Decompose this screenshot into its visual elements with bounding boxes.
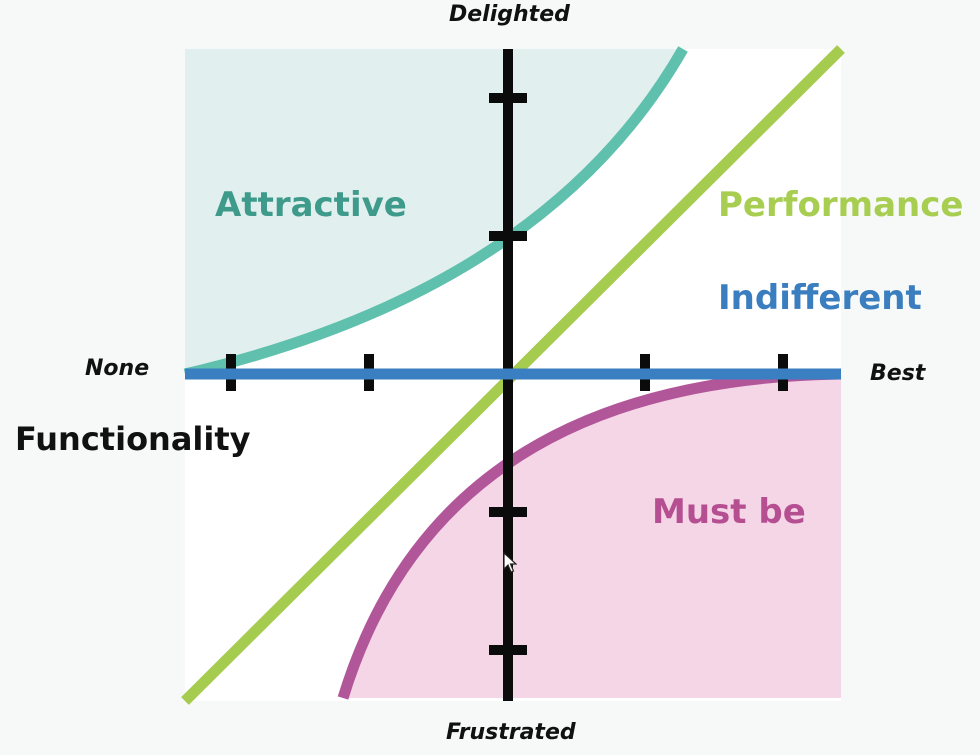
attractive-region	[185, 49, 683, 374]
best-label: Best	[870, 361, 926, 386]
must-be-region	[343, 374, 841, 698]
must-be-label: Must be	[652, 492, 806, 532]
delighted-label: Delighted	[449, 2, 570, 27]
performance-label: Performance	[718, 185, 964, 225]
none-label: None	[85, 356, 150, 381]
indifferent-label: Indifferent	[718, 278, 922, 318]
attractive-label: Attractive	[215, 185, 407, 225]
attractive-curve	[183, 46, 688, 380]
mouse-pointer-icon	[503, 552, 517, 573]
must-be-curve	[337, 368, 842, 700]
frustrated-label: Frustrated	[446, 720, 576, 745]
functionality-label: Functionality	[15, 420, 251, 458]
